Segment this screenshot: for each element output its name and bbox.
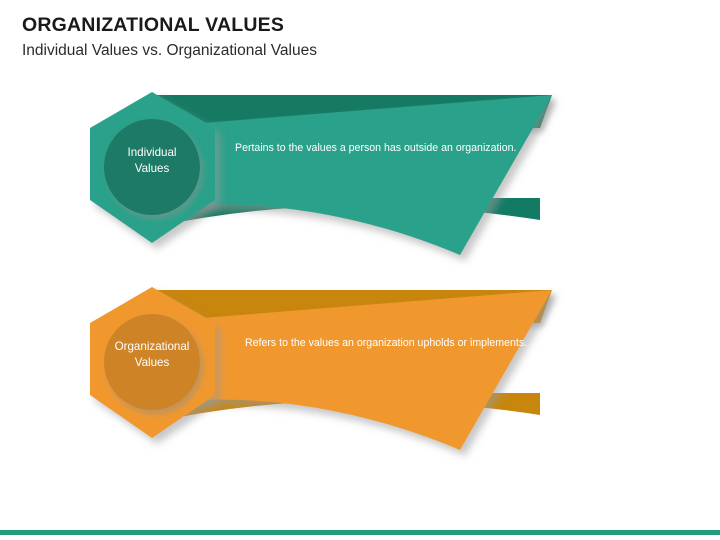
slide-header: ORGANIZATIONAL VALUES Individual Values … xyxy=(22,14,682,61)
banner-shape-individual xyxy=(90,92,552,255)
hexagon-label-line1: Individual xyxy=(127,146,177,159)
banner-body-individual xyxy=(140,95,552,255)
banner-description-individual: Pertains to the values a person has outs… xyxy=(235,142,517,154)
page-title: ORGANIZATIONAL VALUES xyxy=(22,14,285,36)
page-subtitle: Individual Values vs. Organizational Val… xyxy=(22,42,317,60)
banner-organizational-values[interactable]: Organizational Values Refers to the valu… xyxy=(0,275,720,475)
hexagon-label-organizational: Organizational Values xyxy=(82,339,222,370)
hexagon-label-individual: Individual Values xyxy=(82,145,222,176)
banner-shape-organizational xyxy=(90,287,552,450)
hexagon-label-line1: Organizational xyxy=(114,340,190,353)
circle-organizational xyxy=(104,314,200,410)
banner-description-organizational: Refers to the values an organization uph… xyxy=(245,337,528,349)
banner-individual-values[interactable]: Individual Values Pertains to the values… xyxy=(0,80,720,280)
circle-individual xyxy=(104,119,200,215)
hexagon-label-line2: Values xyxy=(134,161,170,175)
footer-rule xyxy=(0,530,720,535)
banner-body-organizational xyxy=(140,290,552,450)
hexagon-label-line2: Values xyxy=(134,355,170,369)
